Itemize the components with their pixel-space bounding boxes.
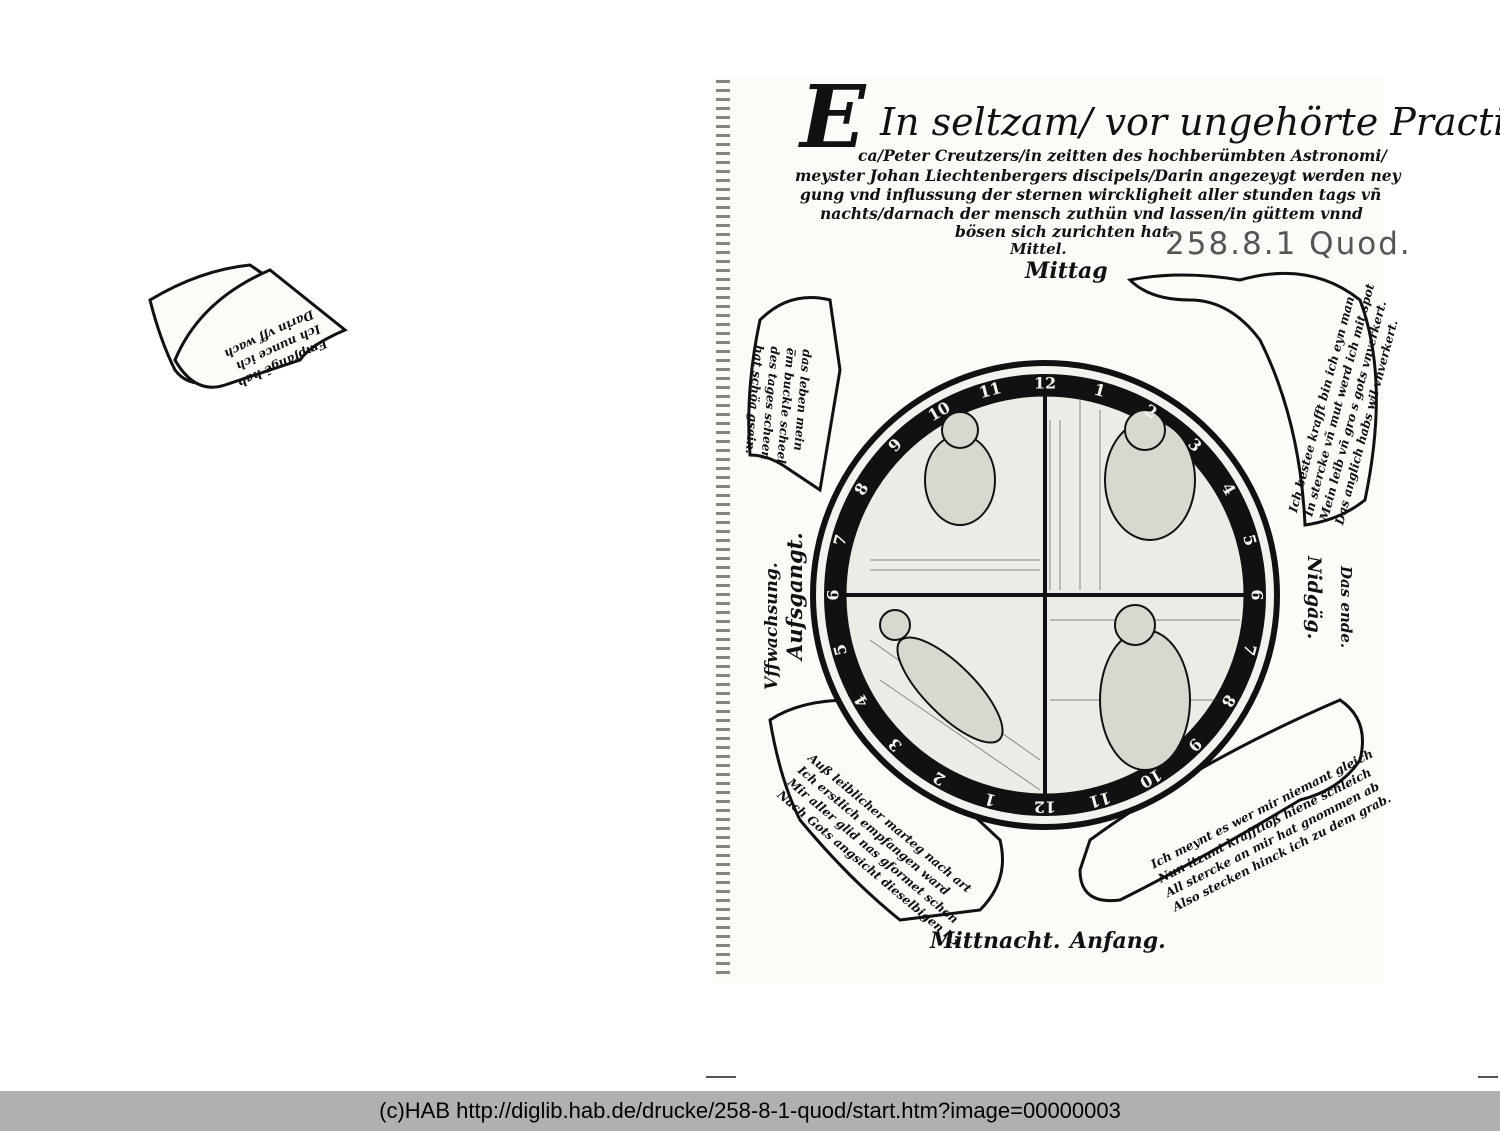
rim-number-upper: 1	[1092, 380, 1108, 401]
scroll-right	[1126, 271, 1378, 527]
rim-number-upper: 7	[1239, 642, 1260, 658]
scan-mark-left	[706, 1076, 736, 1078]
rim-number-lower: 6	[824, 589, 843, 600]
title-mittel: Mittel.	[1010, 240, 1067, 258]
scan-mark-right	[1478, 1076, 1498, 1078]
rim-number-upper: 12	[1034, 374, 1056, 393]
title-line-3: meyster Johan Liechtenbergers discipels/…	[795, 166, 1401, 185]
label-mittag: Mittag	[1025, 258, 1108, 284]
copyright-footer: (c)HAB http://diglib.hab.de/drucke/258-8…	[0, 1091, 1500, 1131]
decorated-initial: E	[800, 67, 866, 168]
rim-number-lower: 1	[982, 789, 998, 810]
rim-number-lower: 7	[830, 532, 851, 548]
rim-number-upper: 6	[1248, 589, 1267, 600]
label-anfang: Anfang.	[1070, 928, 1166, 954]
page-binding-edge	[716, 80, 730, 980]
label-mittnacht: Mittnacht.	[930, 928, 1061, 954]
woodcut-figures	[879, 409, 1196, 771]
scroll-left	[747, 296, 842, 493]
scroll-bottom-right	[1078, 698, 1364, 903]
title-line-5: nachts/darnach der mensch zuthün vnd las…	[820, 204, 1363, 223]
title-line-4: gung vnd influssung der sternen wircklig…	[800, 185, 1382, 204]
rim-number-upper: 5	[1239, 532, 1260, 548]
title-line-2: ca/Peter Creutzers/in zeitten des hochbe…	[858, 146, 1387, 165]
rim-number-lower: 12	[1034, 798, 1056, 817]
scroll-bottom-left	[768, 698, 1004, 922]
title-line-6: bösen sich zurichten hat.	[955, 222, 1175, 241]
rim-number-lower: 5	[830, 642, 851, 658]
handwritten-shelfmark: 258.8.1 Quod.	[1165, 226, 1412, 262]
